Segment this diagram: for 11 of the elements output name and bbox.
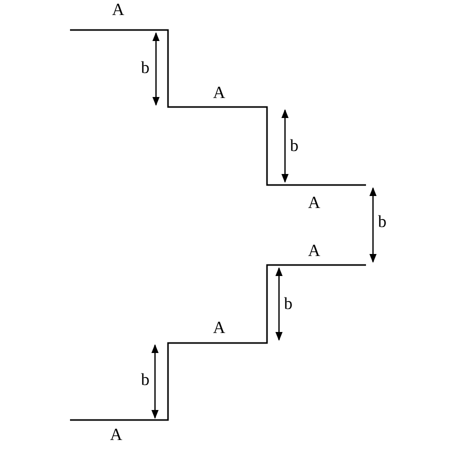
dimension-label: b [284, 295, 292, 313]
dimension-label: A [308, 194, 320, 212]
dimension-label: A [308, 242, 320, 260]
dimension-label: b [141, 59, 150, 77]
dimension-label: b [290, 137, 298, 155]
dimension-label: b [378, 213, 386, 231]
dimension-label: A [110, 426, 122, 444]
dimension-label: A [213, 84, 226, 102]
dimension-label: b [141, 371, 150, 389]
dimension-label: A [213, 319, 226, 337]
dimension-label: A [112, 1, 124, 19]
